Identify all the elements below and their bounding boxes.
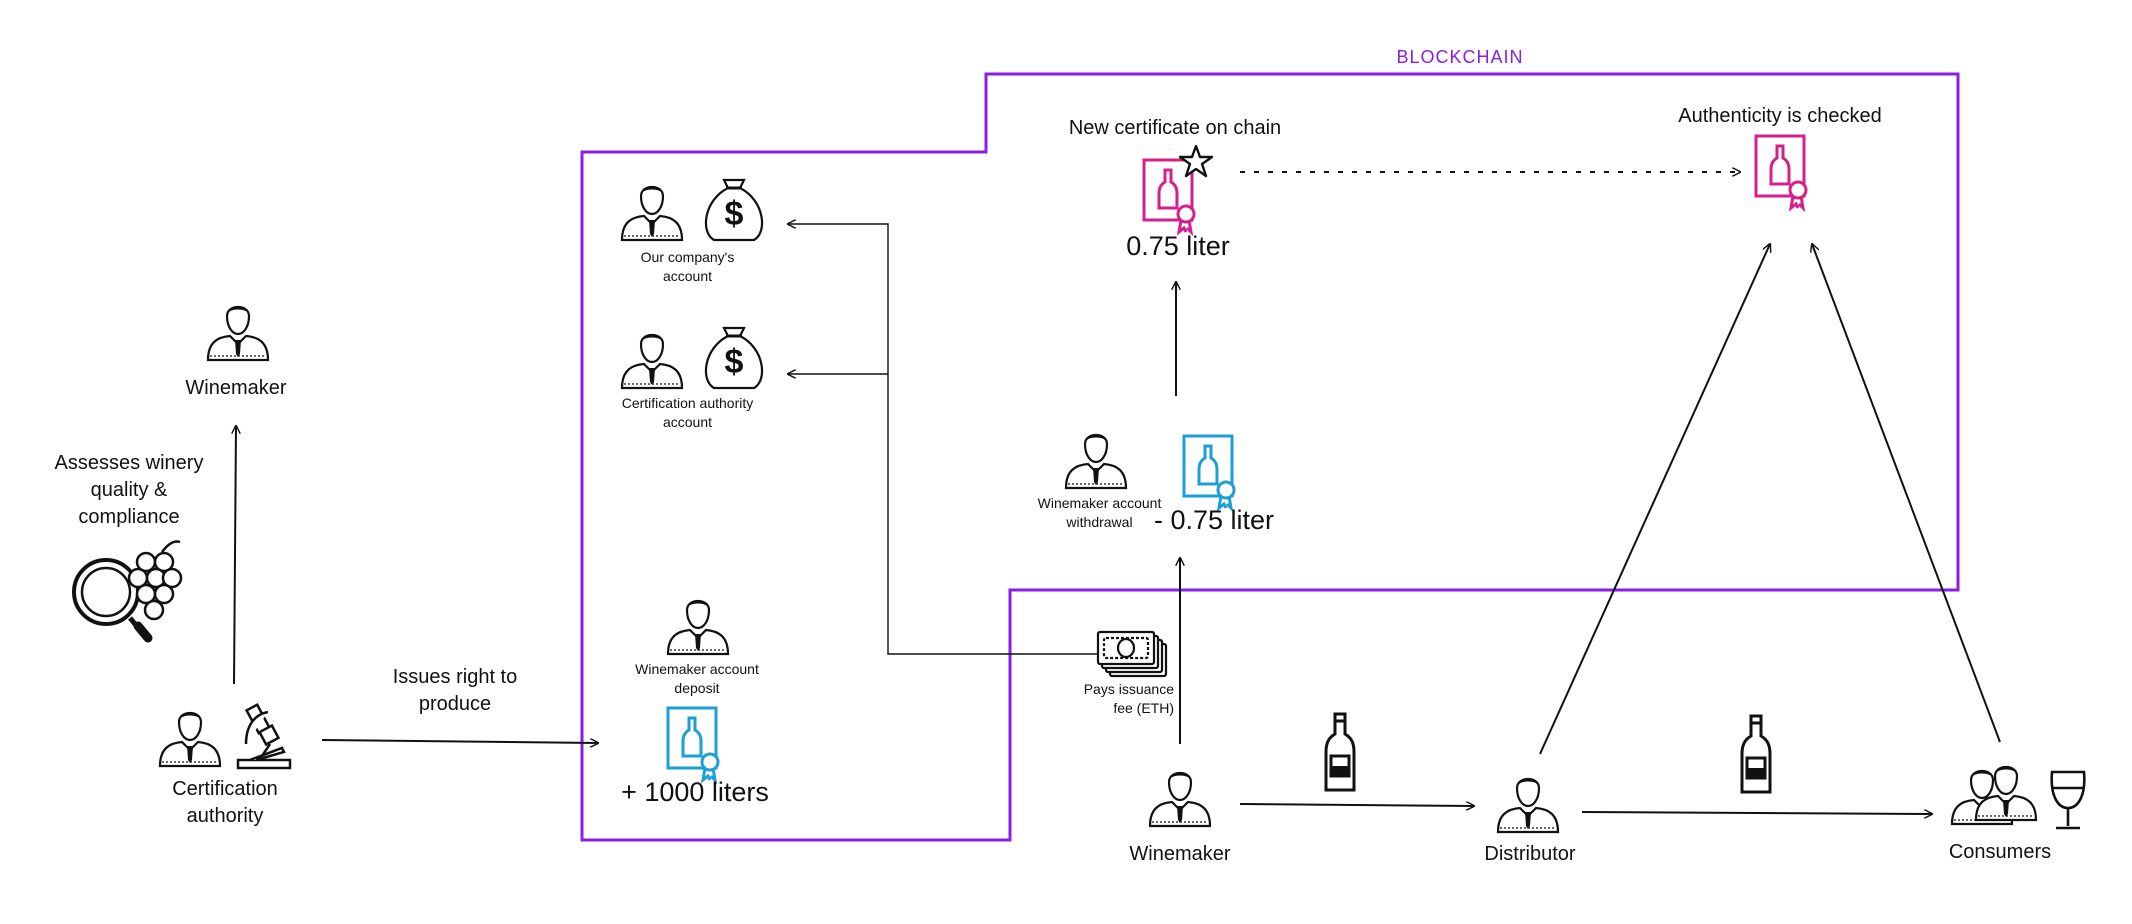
distributor-person-icon [1496,777,1560,834]
withdrawal-label: Winemaker account withdrawal [1037,495,1162,530]
withdrawal-certificate-icon [1182,434,1236,510]
wine-glass-icon [2050,770,2086,830]
wine-bottle-icon-1 [1324,712,1356,792]
cert-money-bag-icon [704,326,764,390]
winemaker-top-person-icon [206,305,270,362]
new-certificate-amount: 0.75 liter [1126,231,1230,261]
winemaker-label: Winemaker [1129,843,1231,865]
issues-right-label: Issues right to produce [392,666,518,715]
arrow-consumers-to-authenticity [1812,244,2001,743]
company-money-bag-icon [704,178,764,242]
blockchain-label: BLOCKCHAIN [1396,47,1524,67]
withdrawal-person-icon [1064,433,1128,490]
consumers-label: Consumers [1948,841,2052,863]
arrow-winemaker-to-distributor [1239,804,1474,806]
cert-account-person-icon [620,333,684,390]
grapes-icon [127,540,183,621]
arrow-distributor-to-consumers [1581,812,1932,814]
fee-split-connector [788,224,1098,655]
new-certificate-label: New certificate on chain [1068,117,1282,139]
authenticity-label: Authenticity is checked [1678,105,1882,127]
deposit-certificate-icon [666,706,720,782]
deposit-person-icon [666,599,730,656]
blockchain-boundary [580,72,1960,842]
assesses-label: Assesses winery quality & compliance [54,452,204,528]
company-account-person-icon [620,185,684,242]
deposit-amount: + 1000 liters [621,777,769,807]
banknotes-icon [1096,630,1168,678]
withdrawal-amount: - 0.75 liter [1153,505,1275,535]
deposit-label: Winemaker account deposit [635,661,759,696]
star-icon [1178,144,1214,178]
arrow-issues-right [321,740,598,743]
cert-authority-label: Certification authority [172,778,278,827]
arrow-cert-to-winemaker [234,426,236,685]
cert-account-label: Certification authority account [621,395,754,430]
magnifier-icon [72,558,153,643]
distributor-label: Distributor [1484,843,1576,865]
cert-authority-person-icon [158,711,222,768]
fee-label: Pays issuance fee (ETH) [1083,681,1174,716]
winemaker-top-label: Winemaker [185,377,287,399]
authenticity-certificate-icon [1754,134,1808,210]
arrow-distributor-to-authenticity [1539,244,1770,755]
microscope-icon [236,703,292,770]
company-account-label: Our company's account [640,249,735,284]
wine-bottle-icon-2 [1740,714,1772,794]
winemaker-person-icon [1148,771,1212,828]
group-icon [1950,765,2038,826]
